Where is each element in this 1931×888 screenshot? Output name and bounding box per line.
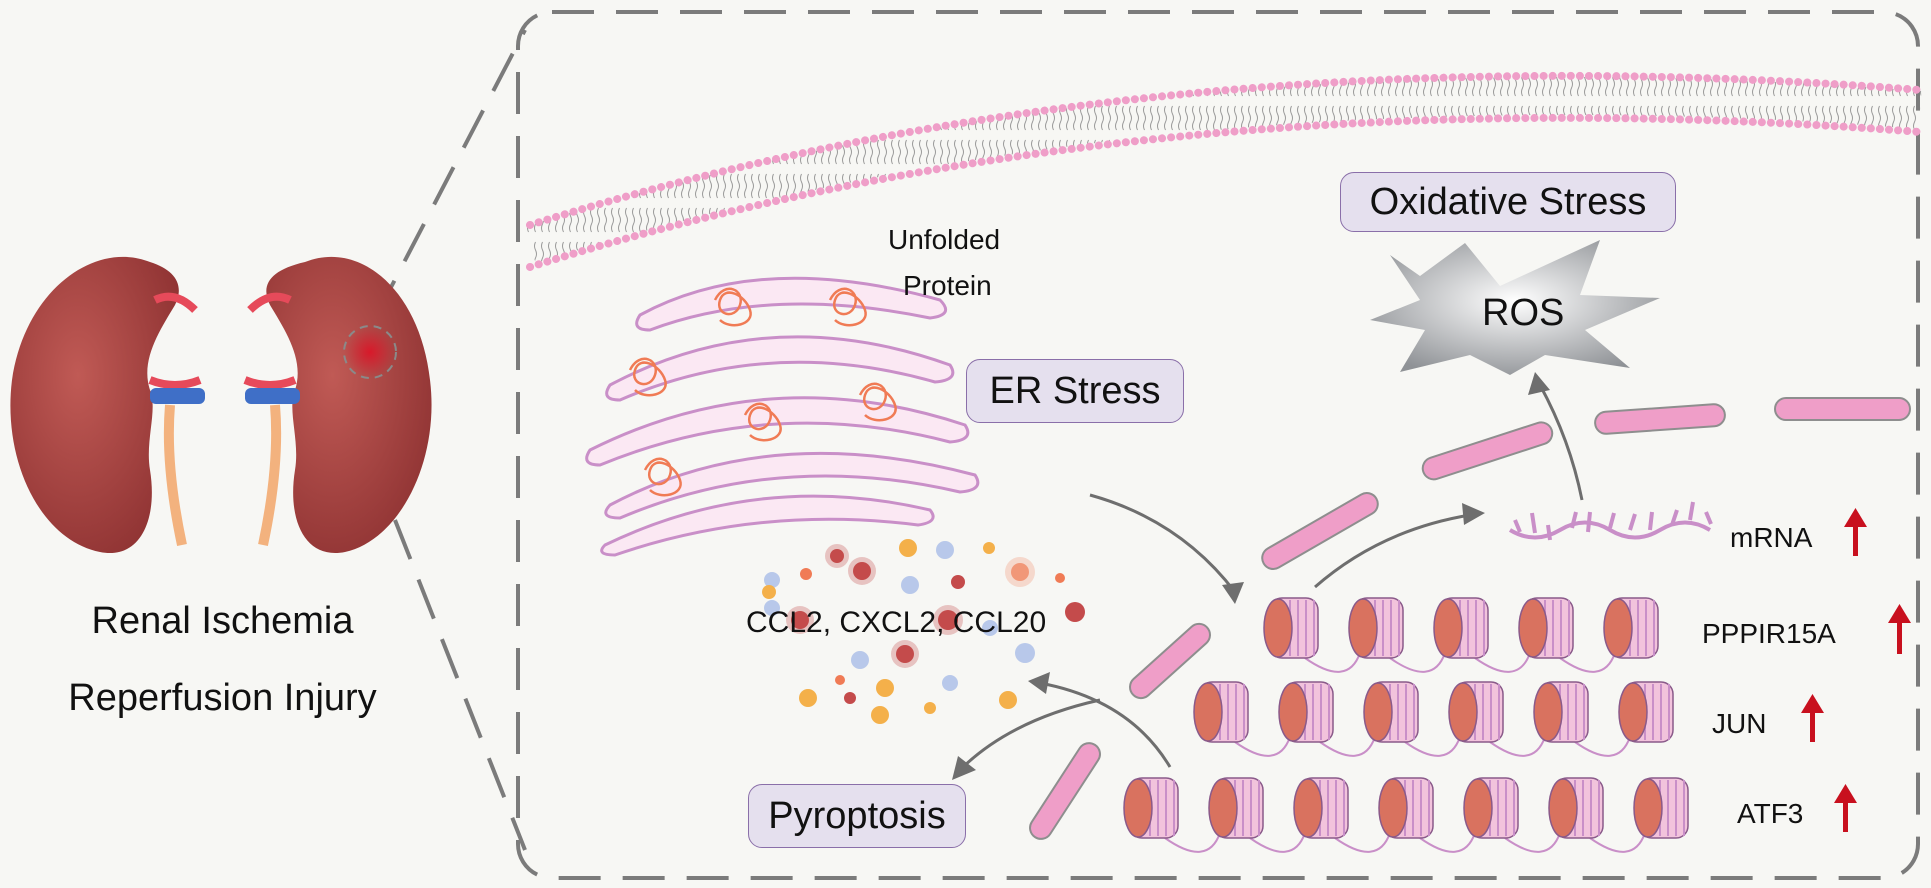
up-arrow-mrna [1844, 508, 1867, 556]
lesion-spot [344, 326, 396, 378]
unfolded-protein-clusters [628, 287, 897, 497]
title-reperfusion-injury: Reperfusion Injury [68, 677, 377, 719]
nucleosome [1433, 597, 1489, 659]
nucleosome [1633, 777, 1689, 839]
linker-dna [1234, 736, 1631, 757]
right-kidney [243, 256, 432, 554]
nucleosome [1193, 681, 1249, 743]
title-renal-ischemia: Renal Ischemia [91, 600, 354, 642]
nucleosome [1448, 681, 1504, 743]
left-kidney [10, 256, 205, 554]
linker-dna [1304, 652, 1616, 673]
gene-label-pppir15a: PPPIR15A [1702, 618, 1836, 649]
zoom-line-bottom [393, 519, 527, 851]
chromatin [1123, 597, 1689, 853]
pathway-arrows [958, 384, 1584, 772]
nucleosome [1278, 681, 1334, 743]
nucleosome [1618, 681, 1674, 743]
nucleosome [1603, 597, 1659, 659]
up-arrow-jun [1801, 694, 1824, 742]
nuclear-envelope [1029, 397, 1911, 840]
nucleosome [1293, 777, 1349, 839]
nucleosome [1348, 597, 1404, 659]
gene-label-jun: JUN [1712, 708, 1767, 739]
up-arrow-atf3 [1834, 784, 1857, 832]
nucleosome [1123, 777, 1179, 839]
unfolded-label: Unfolded [888, 224, 1001, 255]
cytokine-label: CCL2, CXCL2, CCL20 [746, 606, 1047, 639]
oxidative-stress-label: Oxidative Stress [1340, 172, 1676, 232]
er-stress-label: ER Stress [966, 359, 1184, 423]
nucleosome [1463, 777, 1519, 839]
up-arrow-pppir15a [1888, 604, 1911, 654]
nucleosome [1208, 777, 1264, 839]
endoplasmic-reticulum [585, 276, 980, 557]
nucleosome [1518, 597, 1574, 659]
nucleosome [1533, 681, 1589, 743]
zoom-line-top [373, 29, 527, 319]
protein-label-2: Protein [903, 270, 992, 301]
mrna-strand [1508, 501, 1713, 541]
mrna-label: mRNA [1730, 522, 1813, 553]
cytokine-particles [762, 539, 1085, 724]
gene-label-atf3: ATF3 [1737, 798, 1804, 829]
nucleosome [1363, 681, 1419, 743]
ros-label: ROS [1482, 292, 1565, 334]
zoom-frame [516, 10, 1920, 880]
linker-dna [1164, 832, 1646, 853]
pyroptosis-label: Pyroptosis [748, 784, 966, 848]
cell-membrane [524, 71, 1924, 271]
nucleosome [1378, 777, 1434, 839]
nucleosome [1548, 777, 1604, 839]
arrow-heads [952, 372, 1550, 780]
ros-burst [1370, 240, 1660, 375]
nucleosome [1263, 597, 1319, 659]
